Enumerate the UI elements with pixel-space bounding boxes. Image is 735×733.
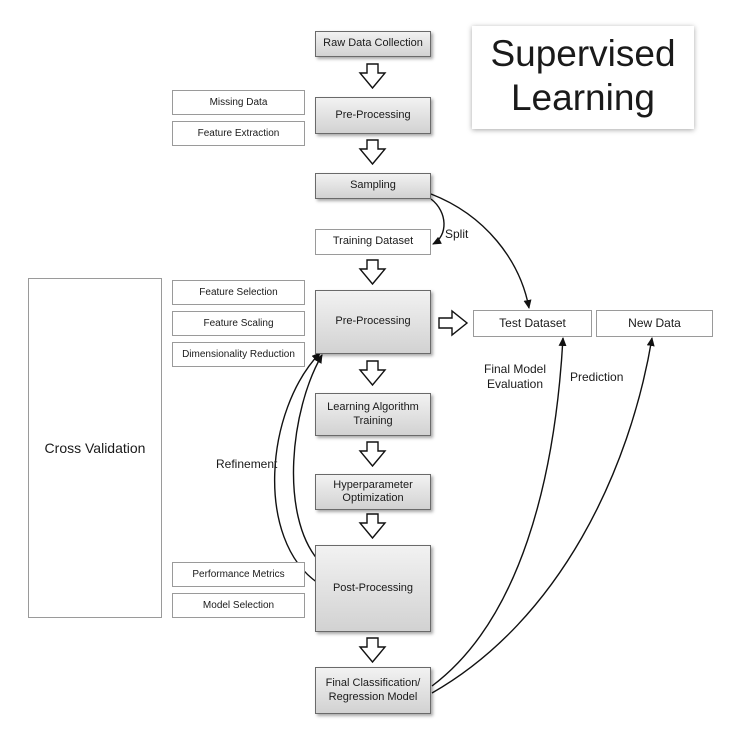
sampling-to-test-arrow — [430, 193, 532, 309]
feature-extraction-box: Feature Extraction — [172, 121, 305, 146]
hyperparameter-line-1: Hyperparameter — [333, 478, 413, 491]
final-model-eval-line-1: Final Model — [483, 362, 547, 376]
down-arrow-3 — [358, 259, 387, 286]
down-arrow-1 — [358, 63, 387, 90]
learning-algorithm-training-step: Learning Algorithm Training — [315, 393, 431, 436]
post-processing-step: Post-Processing — [315, 545, 431, 632]
learning-algorithm-line-2: Training — [353, 414, 393, 427]
dimensionality-reduction-box: Dimensionality Reduction — [172, 342, 305, 367]
prediction-label: Prediction — [570, 370, 624, 384]
test-dataset-box: Test Dataset — [473, 310, 592, 337]
pre-processing-2-label: Pre-Processing — [335, 315, 411, 328]
final-model-line-2: Regression Model — [328, 690, 418, 703]
pre-processing-1-label: Pre-Processing — [335, 108, 411, 121]
title-line-2: Learning — [510, 77, 655, 119]
feature-scaling-label: Feature Scaling — [203, 317, 274, 329]
prediction-arrow — [431, 337, 655, 694]
performance-metrics-label: Performance Metrics — [192, 568, 285, 580]
feature-extraction-label: Feature Extraction — [197, 127, 280, 139]
cross-validation-box: Cross Validation — [28, 278, 162, 618]
missing-data-box: Missing Data — [172, 90, 305, 115]
down-arrow-6 — [358, 513, 387, 540]
supervised-learning-title: Supervised Learning — [472, 26, 694, 129]
down-arrow-7 — [358, 637, 387, 664]
pre-processing-step-1: Pre-Processing — [315, 97, 431, 134]
training-dataset-box: Training Dataset — [315, 229, 431, 255]
training-dataset-label: Training Dataset — [332, 235, 414, 248]
down-arrow-2 — [358, 139, 387, 166]
split-label: Split — [445, 227, 469, 241]
new-data-box: New Data — [596, 310, 713, 337]
learning-algorithm-line-1: Learning Algorithm — [327, 401, 419, 414]
split-arrow — [430, 198, 445, 245]
sampling-step: Sampling — [315, 173, 431, 199]
model-selection-box: Model Selection — [172, 593, 305, 618]
final-model-evaluation-label: Final Model Evaluation — [480, 362, 550, 392]
pre-processing-step-2: Pre-Processing — [315, 290, 431, 354]
final-model-line-1: Final Classification/ — [325, 677, 421, 690]
final-model-eval-line-2: Evaluation — [486, 377, 544, 391]
raw-data-collection-label: Raw Data Collection — [323, 37, 423, 50]
down-arrow-4 — [358, 360, 387, 387]
hyperparameter-line-2: Optimization — [342, 492, 404, 504]
right-arrow-test — [438, 309, 469, 337]
cross-validation-label: Cross Validation — [44, 439, 146, 456]
model-selection-label: Model Selection — [202, 599, 275, 611]
post-processing-label: Post-Processing — [332, 581, 414, 594]
hyperparameter-optimization-step: Hyperparameter Optimization — [315, 474, 431, 510]
raw-data-collection-step: Raw Data Collection — [315, 31, 431, 57]
refinement-label: Refinement — [216, 457, 278, 471]
final-eval-arrow — [431, 337, 567, 687]
refinement-arrow-outer — [273, 352, 321, 584]
missing-data-label: Missing Data — [209, 96, 268, 108]
feature-selection-box: Feature Selection — [172, 280, 305, 305]
feature-selection-label: Feature Selection — [199, 286, 278, 298]
final-model-step: Final Classification/ Regression Model — [315, 667, 431, 714]
test-dataset-label: Test Dataset — [499, 316, 566, 331]
down-arrow-5 — [358, 441, 387, 468]
title-line-1: Supervised — [490, 33, 676, 74]
performance-metrics-box: Performance Metrics — [172, 562, 305, 587]
dimensionality-reduction-label: Dimensionality Reduction — [182, 348, 295, 360]
new-data-label: New Data — [628, 316, 681, 331]
sampling-label: Sampling — [350, 179, 396, 192]
feature-scaling-box: Feature Scaling — [172, 311, 305, 336]
refinement-arrow-inner — [292, 354, 323, 561]
